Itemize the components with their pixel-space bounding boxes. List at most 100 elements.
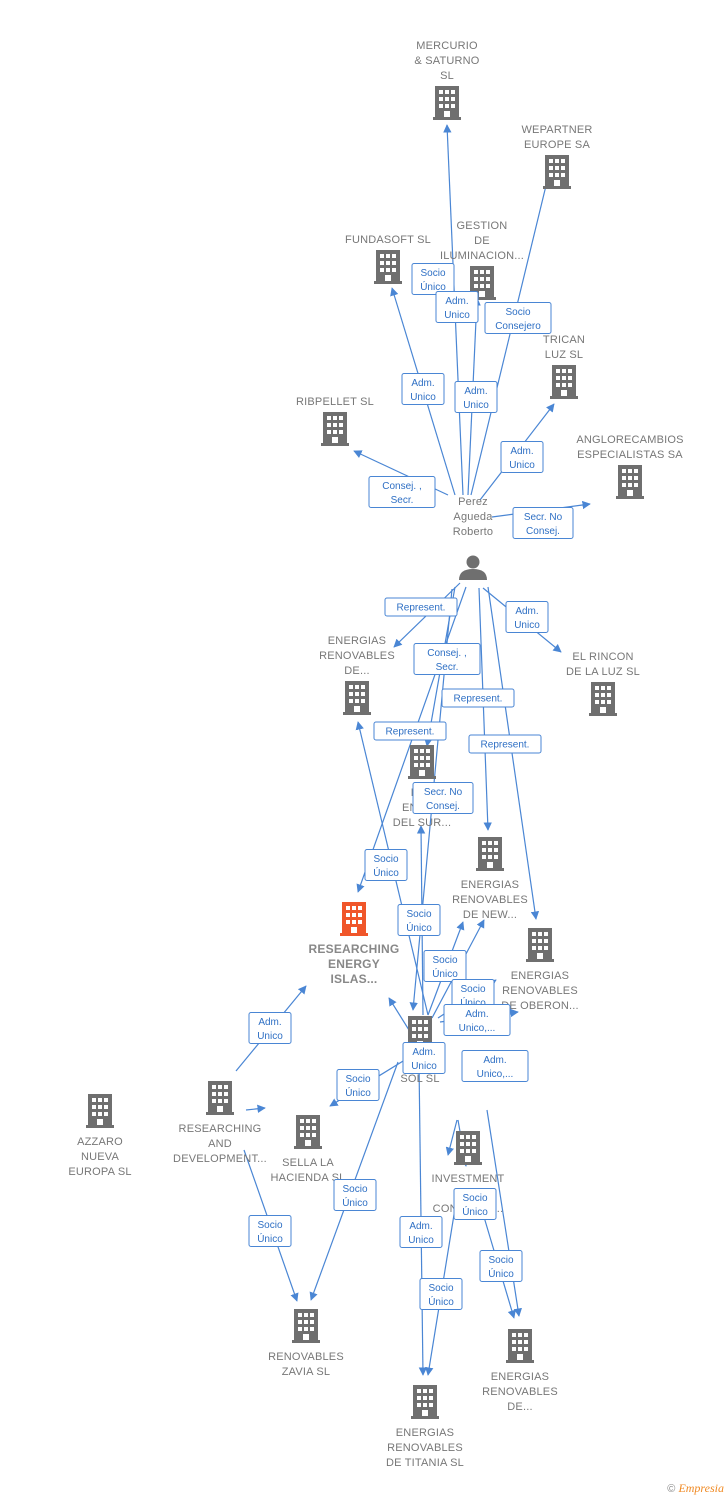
node-label-rincon-line-1: DE LA LUZ SL: [566, 666, 640, 678]
edge-label-text: Unico: [444, 310, 470, 321]
edge-label-text: Socio: [462, 1193, 487, 1204]
edge-label-text: Único: [406, 921, 432, 934]
node-label-research_dev-line-0: RESEARCHING: [179, 1123, 262, 1135]
edge-label-text: Socio: [373, 854, 398, 865]
edge-label-box: [364, 849, 408, 881]
node-label-energias_new-line-0: ENERGIAS: [461, 879, 519, 891]
footer-brand[interactable]: © Empresia: [667, 1481, 724, 1496]
edge-label-9[interactable]: Adm.Unico: [505, 601, 549, 633]
edge-label-text: Único: [342, 1196, 368, 1209]
brand-name: Empresia: [678, 1481, 724, 1495]
node-label-energias_de2-line-2: DE...: [507, 1401, 532, 1413]
node-energias_de2[interactable]: ENERGIASRENOVABLESDE...: [482, 1329, 558, 1413]
node-energias_de[interactable]: ENERGIASRENOVABLESDE...: [319, 635, 395, 715]
edge-label-box: [402, 1042, 446, 1074]
edge-label-11[interactable]: Represent.: [441, 688, 515, 708]
building-icon: [550, 365, 578, 399]
node-energias_new[interactable]: ENERGIAS RENOVABLES DE NEW...: [452, 837, 528, 921]
node-label-fernando-line-1: SOL SL: [400, 1073, 439, 1085]
person-head: [466, 555, 480, 569]
person-label-line-1: Agueda: [453, 511, 493, 523]
node-gestion[interactable]: GESTIONDEILUMINACION...: [440, 220, 524, 300]
node-label-energias_titania-line-1: RENOVABLES: [387, 1442, 463, 1454]
edge-label-19[interactable]: Adm.Unico,...: [443, 1004, 511, 1036]
node-label-anglorecambios-line-0: ANGLORECAMBIOS: [576, 434, 683, 446]
edge-label-6[interactable]: Consej. ,Secr.: [368, 476, 436, 508]
edge-label-25[interactable]: Adm.Unico: [399, 1216, 443, 1248]
edge-label-text: Socio: [460, 984, 485, 995]
node-label-wepartner-line-0: WEPARTNER: [521, 124, 592, 136]
edge-label-text: Socio: [488, 1255, 513, 1266]
edge-label-box: [512, 507, 574, 539]
edge-label-4[interactable]: Adm.Unico: [454, 381, 498, 413]
edge-label-text: Único: [345, 1086, 371, 1099]
edge-label-12[interactable]: Represent.: [373, 721, 447, 741]
edge-label-box: [453, 1188, 497, 1220]
edge-label-text: Socio: [505, 307, 530, 318]
edge-10: [478, 587, 492, 831]
edge-label-text: Unico,...: [459, 1023, 496, 1034]
edge-label-box: [443, 1004, 511, 1036]
person-body: [459, 569, 487, 580]
node-label-azzaro-line-0: AZZARO: [77, 1136, 123, 1148]
node-research_dev[interactable]: RESEARCHINGANDDEVELOPMENT...: [173, 1081, 267, 1165]
node-label-researching_islas-line-1: ENERGY: [328, 957, 380, 971]
edge-label-box: [248, 1215, 292, 1247]
node-label-research_dev-line-2: DEVELOPMENT...: [173, 1153, 267, 1165]
edge-label-8[interactable]: Represent.: [384, 597, 458, 617]
edge-label-5[interactable]: Adm.Unico: [500, 441, 544, 473]
node-label-energias_new-line-2: DE NEW...: [463, 909, 517, 921]
node-label-researching_islas-line-2: ISLAS...: [331, 972, 378, 986]
node-label-azzaro-line-1: NUEVA: [81, 1151, 120, 1163]
edge-label-box: [412, 782, 474, 814]
edge-label-21[interactable]: Adm.Unico,...: [461, 1050, 529, 1082]
building-icon: [543, 155, 571, 189]
building-icon: [454, 1131, 482, 1165]
edge-label-10[interactable]: Consej. ,Secr.: [413, 643, 481, 675]
edge-label-3[interactable]: Adm.Unico: [401, 373, 445, 405]
edge-label-box: [468, 734, 542, 754]
edge-label-box: [399, 1216, 443, 1248]
edge-label-20[interactable]: Adm.Unico: [402, 1042, 446, 1074]
edge-label-text: Represent.: [386, 727, 435, 738]
node-fundasoft[interactable]: FUNDASOFT SL: [345, 234, 431, 284]
building-icon: [616, 465, 644, 499]
edge-label-text: Adm.: [510, 446, 533, 457]
edge-label-1[interactable]: Adm.Unico: [435, 291, 479, 323]
building-icon: [374, 250, 402, 284]
edge-label-24[interactable]: Adm.Unico: [248, 1012, 292, 1044]
node-researching_islas[interactable]: RESEARCHINGENERGYISLAS...: [309, 902, 400, 986]
edge-label-13[interactable]: Represent.: [468, 734, 542, 754]
edge-label-text: Socio: [345, 1074, 370, 1085]
edge-label-box: [461, 1050, 529, 1082]
edge-label-box: [248, 1012, 292, 1044]
edge-label-box: [484, 302, 552, 334]
node-label-energias_new-line-1: RENOVABLES: [452, 894, 528, 906]
node-ribpellet[interactable]: RIBPELLET SL: [296, 396, 374, 446]
